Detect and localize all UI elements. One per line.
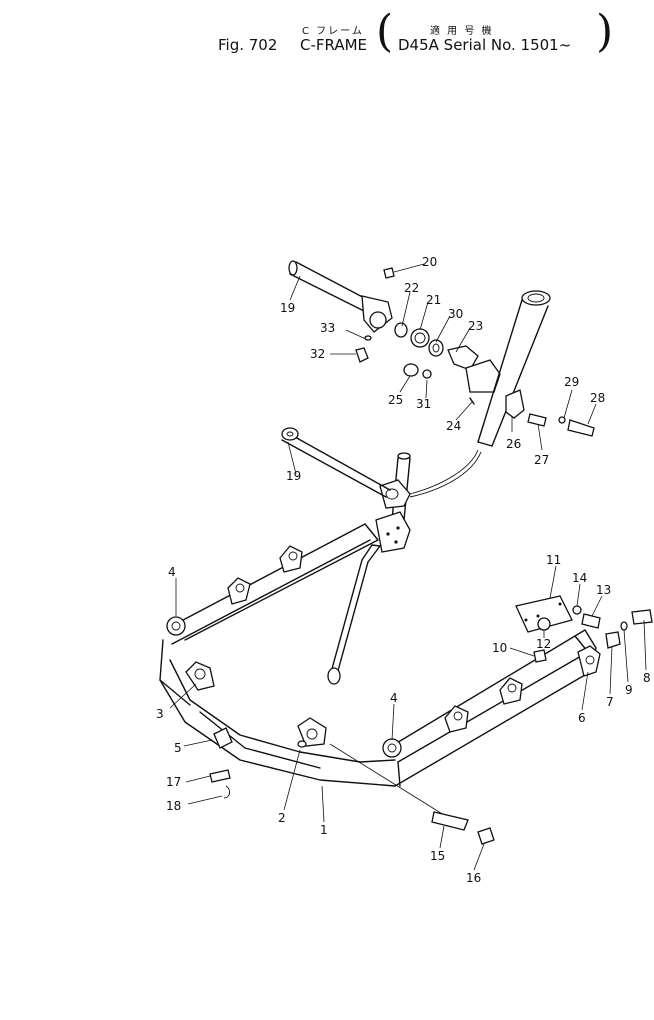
block-5 xyxy=(213,727,233,749)
callout-25: 25 xyxy=(388,393,403,407)
callout-29: 29 xyxy=(564,375,579,389)
callout-19-upper: 19 xyxy=(280,301,295,315)
callout-14: 14 xyxy=(572,571,587,585)
callout-4-left: 4 xyxy=(168,565,176,579)
callout-17: 17 xyxy=(166,775,181,789)
title-japanese: C フレーム xyxy=(302,26,364,37)
callout-22: 22 xyxy=(404,281,419,295)
center-bracket xyxy=(297,717,327,748)
callout-18: 18 xyxy=(166,799,181,813)
lower-pins xyxy=(209,743,495,845)
vertical-tube xyxy=(477,290,595,447)
callout-31: 31 xyxy=(416,397,431,411)
callout-4-right: 4 xyxy=(390,691,398,705)
callout-30: 30 xyxy=(448,307,463,321)
leader-lines xyxy=(169,263,647,871)
left-paren: ( xyxy=(376,6,394,57)
callout-13: 13 xyxy=(596,583,611,597)
applicable-japanese: 適 用 号 機 xyxy=(430,26,494,37)
callout-33: 33 xyxy=(320,321,335,335)
callout-5: 5 xyxy=(174,741,182,755)
callout-1: 1 xyxy=(320,823,328,837)
callout-9: 9 xyxy=(625,683,633,697)
callout-19-lower: 19 xyxy=(286,469,301,483)
callout-16: 16 xyxy=(466,871,481,885)
callout-32: 32 xyxy=(310,347,325,361)
callout-11: 11 xyxy=(546,553,561,567)
right-small-parts xyxy=(515,595,653,663)
callout-23: 23 xyxy=(468,319,483,333)
callout-labels: 1 2 3 4 4 5 6 7 8 9 10 11 12 13 14 15 16… xyxy=(156,255,651,885)
figure-number: Fig. 702 xyxy=(218,36,278,54)
callout-20: 20 xyxy=(422,255,437,269)
callout-2: 2 xyxy=(278,811,286,825)
callout-28: 28 xyxy=(590,391,605,405)
callout-26: 26 xyxy=(506,437,521,451)
right-paren: ) xyxy=(596,6,614,57)
callout-15: 15 xyxy=(430,849,445,863)
callout-7: 7 xyxy=(606,695,614,709)
callout-24: 24 xyxy=(446,419,461,433)
lower-tie-rod xyxy=(281,427,391,498)
callout-6: 6 xyxy=(578,711,586,725)
callout-27: 27 xyxy=(534,453,549,467)
callout-3: 3 xyxy=(156,707,164,721)
left-arm-brackets xyxy=(166,545,303,691)
callout-8: 8 xyxy=(643,671,651,685)
callout-12: 12 xyxy=(536,637,551,651)
callout-21: 21 xyxy=(426,293,441,307)
figure-title: C-FRAME xyxy=(300,36,368,54)
upper-arm-assembly xyxy=(288,260,501,405)
right-arm-brackets xyxy=(382,645,601,758)
callout-10: 10 xyxy=(492,641,507,655)
center-strut xyxy=(327,449,482,685)
serial-range: D45A Serial No. 1501~ xyxy=(398,36,572,54)
